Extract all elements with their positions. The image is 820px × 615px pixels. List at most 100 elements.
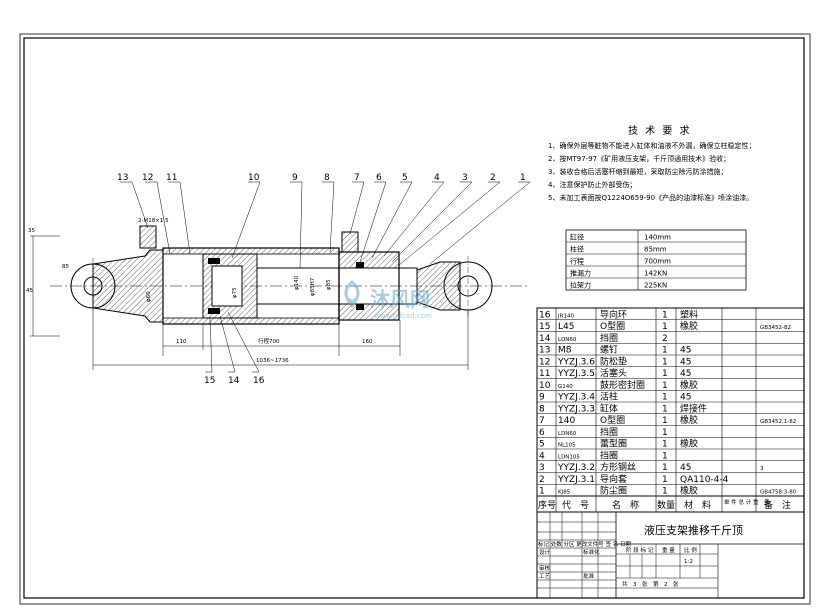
bom-cell: 2 bbox=[662, 334, 668, 344]
watermark: 沐风网 www.mfcad.com bbox=[344, 280, 432, 320]
bom-cell: 6 bbox=[539, 428, 545, 438]
weight-label: 重 量 bbox=[662, 546, 675, 554]
bom-cell: 1 bbox=[662, 310, 668, 320]
bom-cell: 15 bbox=[539, 322, 550, 332]
bom-cell: NL105 bbox=[558, 443, 576, 449]
bom-header-code: 代 号 bbox=[562, 500, 589, 511]
bom-cell: YYZJ.3.2 bbox=[557, 463, 595, 473]
bom-cell: M8 bbox=[558, 346, 572, 356]
bom-header-material: 材 料 bbox=[684, 499, 711, 511]
cylinder-drawing: 13 12 11 10 9 8 7 6 5 4 3 2 1 15 14 16 bbox=[26, 173, 531, 386]
bom-cell: 活塞头 bbox=[600, 367, 627, 379]
bom-cell: 14 bbox=[539, 334, 551, 344]
bom-cell: 橡胶 bbox=[680, 379, 698, 391]
bom-cell: 1 bbox=[539, 487, 545, 497]
spec-value-bore: 140mm bbox=[644, 234, 671, 242]
dim-phi85: φ85 bbox=[326, 279, 332, 290]
bom-cell: YYZJ.3.3 bbox=[557, 404, 595, 414]
bom-cell: 1 bbox=[662, 404, 668, 414]
bom-cell: 2 bbox=[539, 475, 545, 485]
bom-cell: 1 bbox=[662, 369, 668, 379]
review-label: 审核 bbox=[539, 564, 551, 572]
dim-phi75: φ75 bbox=[232, 287, 238, 298]
bom-cell: 螺钉 bbox=[600, 345, 618, 356]
bom-cell: 10 bbox=[539, 381, 551, 391]
piston-seal-top bbox=[208, 258, 220, 264]
bom-cell: 4 bbox=[539, 451, 545, 461]
bom-header-weight: 单 件 总 计 重 量 bbox=[724, 498, 770, 506]
part-label-16: 16 bbox=[253, 376, 265, 386]
bom-cell: 挡圈 bbox=[600, 449, 618, 461]
bom-cell: 140 bbox=[558, 416, 575, 426]
bom-cell: 挡圈 bbox=[600, 332, 618, 344]
piston-nut bbox=[211, 265, 243, 307]
bom-cell: QA110-4-4 bbox=[680, 475, 729, 485]
tech-item-4: 4、注意保护防止外部受伤； bbox=[548, 180, 636, 189]
bom-cell: GB3452-82 bbox=[760, 325, 791, 331]
bom-cell: 方形钢丝 bbox=[600, 461, 636, 473]
gland-seal-bottom bbox=[356, 304, 364, 310]
tech-item-2: 2、按MT97-97《矿用液压支架，千斤顶通用技术》验收； bbox=[548, 154, 730, 163]
part-label-15: 15 bbox=[204, 376, 215, 386]
tech-item-3: 3、装收合格后活塞杆缩到最短，采取防尘除污防涂措施； bbox=[548, 167, 727, 176]
part-label-1: 1 bbox=[520, 173, 526, 183]
part-label-6: 6 bbox=[376, 173, 382, 183]
bom-cell: 7 bbox=[539, 416, 545, 426]
bom-cell: 1 bbox=[662, 346, 668, 356]
bom-cell: 1 bbox=[662, 451, 668, 461]
dim-gap: 85 bbox=[62, 264, 69, 270]
bom-cell: LDN105 bbox=[558, 454, 580, 460]
rod-end bbox=[416, 261, 461, 311]
oil-port-right bbox=[341, 231, 359, 253]
part-label-13: 13 bbox=[117, 173, 128, 183]
part-label-9: 9 bbox=[292, 173, 298, 183]
spec-value-push: 142KN bbox=[644, 270, 667, 278]
tech-item-5: 5、未加工表面按Q1224O659-90《产品的油漆标准》喷涂油漆。 bbox=[548, 193, 753, 202]
bom-cell: 45 bbox=[680, 346, 691, 356]
dim-stroke: 行程700 bbox=[258, 337, 280, 345]
bom-cell: 13 bbox=[539, 346, 550, 356]
tech-title: 技 术 要 求 bbox=[628, 124, 692, 137]
dim-phi85h7: φ85H7 bbox=[310, 277, 316, 296]
approve-label: 批准 bbox=[583, 572, 595, 580]
piston-seal-bottom bbox=[208, 308, 220, 314]
bom-header-qty: 数量 bbox=[657, 499, 675, 511]
dim-top-left: 35 bbox=[28, 228, 35, 234]
spec-label-bore: 缸径 bbox=[570, 233, 584, 242]
bom-cell: YYZJ.3.5 bbox=[557, 369, 595, 379]
bom-cell: 1 bbox=[662, 416, 668, 426]
bom-cell: 3 bbox=[760, 466, 764, 472]
sheet-count: 共 3 张 第 2 张 bbox=[622, 580, 679, 588]
bom-header-remark: 备 注 bbox=[764, 499, 791, 511]
bom-cell: YYZJ.3.4 bbox=[557, 393, 595, 403]
outer-border bbox=[19, 33, 811, 605]
bom-cell: 活柱 bbox=[600, 391, 618, 403]
bom-cell: 1 bbox=[662, 393, 668, 403]
bom-cell: 45 bbox=[680, 369, 691, 379]
part-label-2: 2 bbox=[490, 173, 496, 183]
bom-cell: 1 bbox=[662, 381, 668, 391]
spec-value-pull: 225KN bbox=[644, 282, 667, 290]
bom-cell: GB3452.1-82 bbox=[760, 419, 796, 425]
bom-cell: 鼓形密封圈 bbox=[600, 379, 645, 391]
end-cap-left bbox=[92, 249, 164, 323]
bom-cell: 导向环 bbox=[600, 308, 627, 320]
dim-phi60: φ60 bbox=[146, 291, 152, 302]
bom-cell: 9 bbox=[539, 393, 545, 403]
spec-label-push: 推漏力 bbox=[570, 269, 591, 278]
stage-label: 阶 段 标 记 bbox=[626, 546, 654, 554]
part-label-5: 5 bbox=[402, 173, 408, 183]
dim-side: 45 bbox=[26, 288, 33, 294]
part-label-8: 8 bbox=[324, 173, 330, 183]
gland-seal-top bbox=[356, 262, 364, 268]
spec-label-pull: 拉架力 bbox=[570, 281, 591, 290]
bom-cell: G140 bbox=[558, 384, 573, 390]
spec-value-rod: 85mm bbox=[644, 246, 667, 254]
bom-header-name: 名 称 bbox=[612, 499, 639, 511]
bom-cell: 塑料 bbox=[680, 308, 698, 320]
part-label-3: 3 bbox=[462, 173, 468, 183]
part-label-10: 10 bbox=[248, 173, 260, 183]
bom-cell: 焊接件 bbox=[680, 402, 707, 414]
